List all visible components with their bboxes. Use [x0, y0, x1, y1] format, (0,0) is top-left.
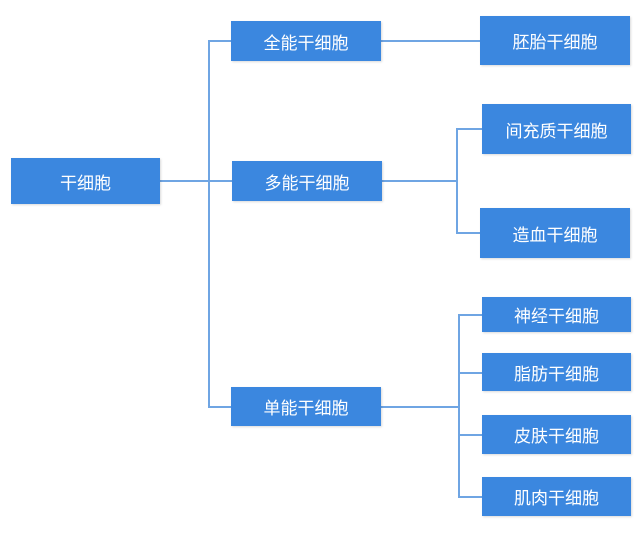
node-skin: 皮肤干细胞 [482, 415, 631, 454]
connector [458, 372, 482, 374]
connector [458, 314, 482, 316]
connector [381, 406, 459, 408]
node-embryonic: 胚胎干细胞 [480, 16, 630, 65]
connector [456, 128, 482, 130]
node-muscle: 肌肉干细胞 [482, 477, 631, 516]
connector [456, 232, 482, 234]
connector [381, 40, 481, 42]
connector [458, 434, 482, 436]
connector [458, 496, 482, 498]
node-root: 干细胞 [11, 158, 160, 204]
connector [458, 314, 460, 498]
node-totipotent: 全能干细胞 [231, 21, 381, 61]
connector [208, 40, 232, 42]
node-adipose: 脂肪干细胞 [482, 353, 631, 391]
connector [160, 180, 232, 182]
connector [208, 40, 210, 408]
node-neural: 神经干细胞 [482, 297, 631, 332]
node-unipotent: 单能干细胞 [231, 387, 381, 426]
connector [456, 128, 458, 233]
node-hematopoietic: 造血干细胞 [480, 208, 630, 258]
connector [208, 406, 232, 408]
connector [382, 180, 457, 182]
node-mesenchymal: 间充质干细胞 [482, 104, 631, 154]
node-pluripotent: 多能干细胞 [232, 161, 382, 201]
